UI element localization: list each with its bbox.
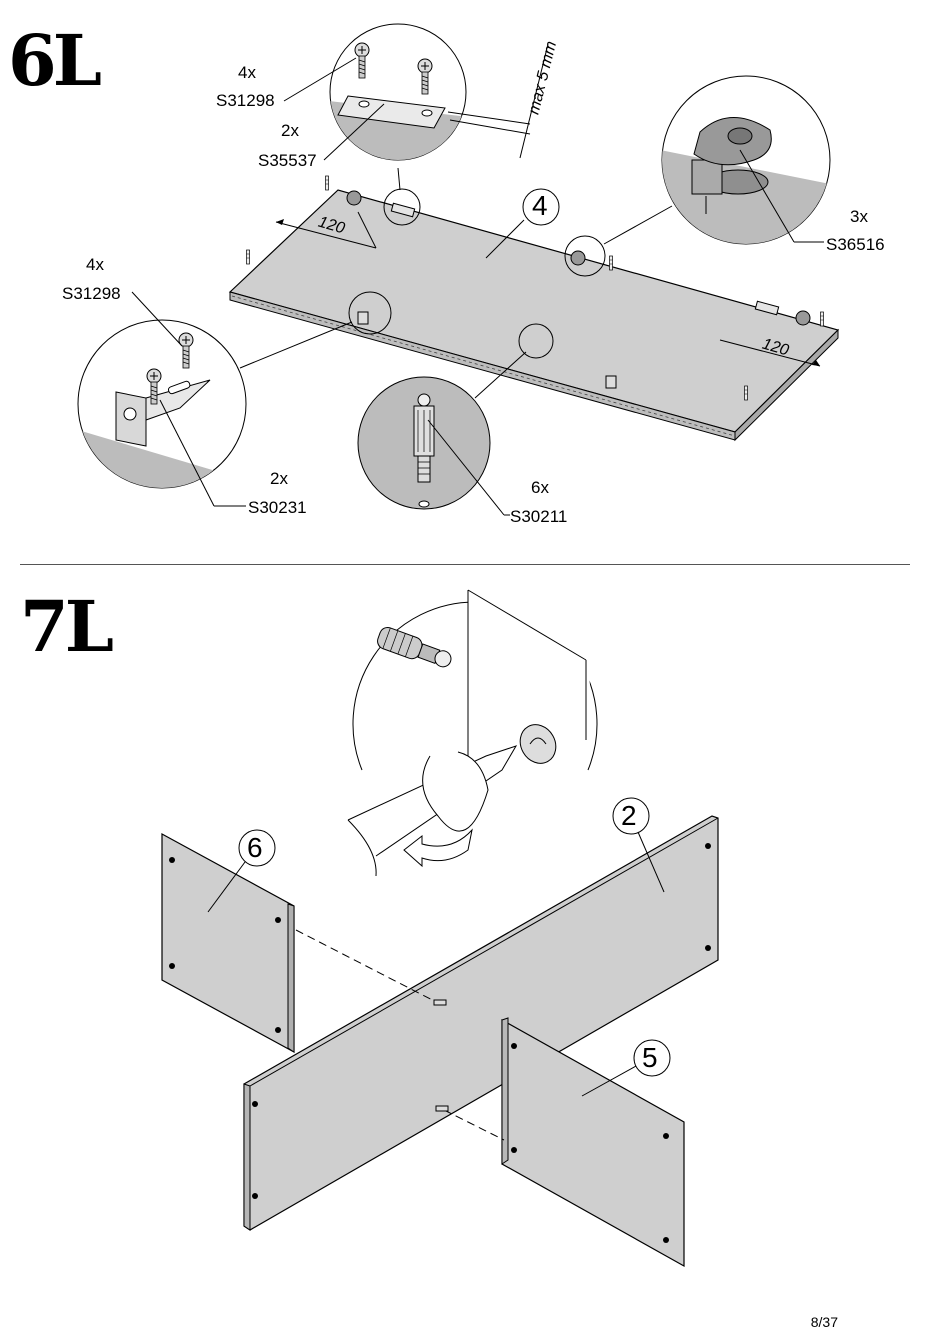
callout-screw-top-code: S31298 — [216, 91, 275, 110]
panel-part-6 — [161, 832, 295, 1054]
detail-screws-plate — [329, 23, 467, 161]
cam-marker — [346, 190, 811, 326]
dimension-right — [719, 339, 821, 367]
detail-screwdriver — [352, 589, 598, 800]
part-4-badge — [522, 188, 560, 226]
panel-part-2 — [243, 815, 719, 1231]
detail-cam — [661, 75, 831, 245]
panel-part-5 — [501, 1017, 685, 1268]
step-6-number: 6L — [8, 19, 102, 102]
page-number: 8/37 — [810, 1314, 838, 1330]
callout-bracket-code: S30231 — [248, 498, 307, 517]
part-6-badge — [238, 829, 276, 867]
callout-cam-qty: 3x — [850, 207, 868, 226]
part-5-label: 5 — [642, 1042, 658, 1073]
detail-bracket — [77, 319, 247, 507]
part-6-label: 6 — [247, 832, 263, 863]
dimension-left — [275, 211, 377, 249]
callout-dowel-code: S30211 — [510, 507, 568, 526]
part-5-badge — [633, 1039, 671, 1077]
callout-bracket-qty: 2x — [270, 469, 288, 488]
callout-screw-left-qty: 4x — [86, 255, 104, 274]
part-2-label: 2 — [621, 800, 637, 831]
section-divider — [20, 564, 910, 565]
callout-dowel-qty: 6x — [531, 478, 549, 497]
callout-plate-qty: 2x — [281, 121, 299, 140]
detail-dowel — [357, 376, 505, 516]
part-4-label: 4 — [532, 190, 548, 221]
step-7-number: 7L — [20, 585, 114, 668]
callout-cam-code: S36516 — [826, 235, 885, 254]
callout-screw-left-code: S31298 — [62, 284, 121, 303]
callout-plate-code: S35537 — [258, 151, 317, 170]
callout-screw-top-qty: 4x — [238, 63, 256, 82]
part-2-badge — [612, 797, 650, 835]
screwdriver — [347, 745, 518, 877]
